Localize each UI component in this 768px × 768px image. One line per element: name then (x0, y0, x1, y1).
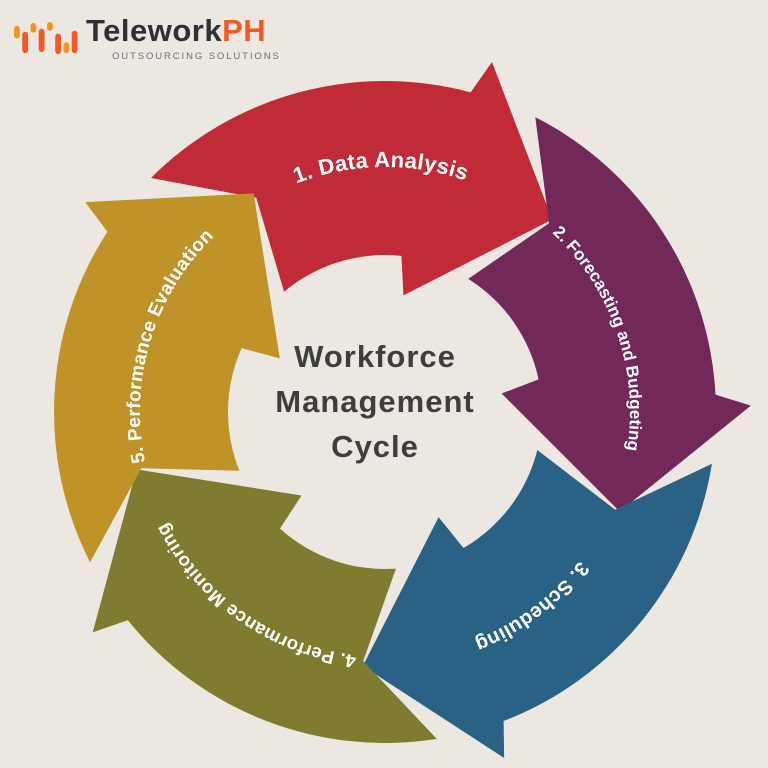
center-title-line3: Cycle (331, 429, 419, 464)
cycle-step-1: 1. Data Analysis (150, 0, 601, 400)
brand-name-ph: PH (222, 13, 267, 48)
center-title: Workforce Management Cycle (275, 339, 474, 464)
logo: TeleworkPH OUTSOURCING SOLUTIONS (14, 13, 281, 63)
brand-name-telework: Telework (86, 13, 223, 48)
equalizer-bars-icon (14, 22, 78, 55)
logo-text: TeleworkPH OUTSOURCING SOLUTIONS (86, 13, 281, 63)
cycle-step-3: 3. Scheduling (352, 414, 712, 768)
center-title-line1: Workforce (294, 339, 456, 374)
brand-name: TeleworkPH (86, 13, 281, 48)
logo-tagline: OUTSOURCING SOLUTIONS (112, 51, 281, 63)
center-title-line2: Management (275, 384, 474, 419)
